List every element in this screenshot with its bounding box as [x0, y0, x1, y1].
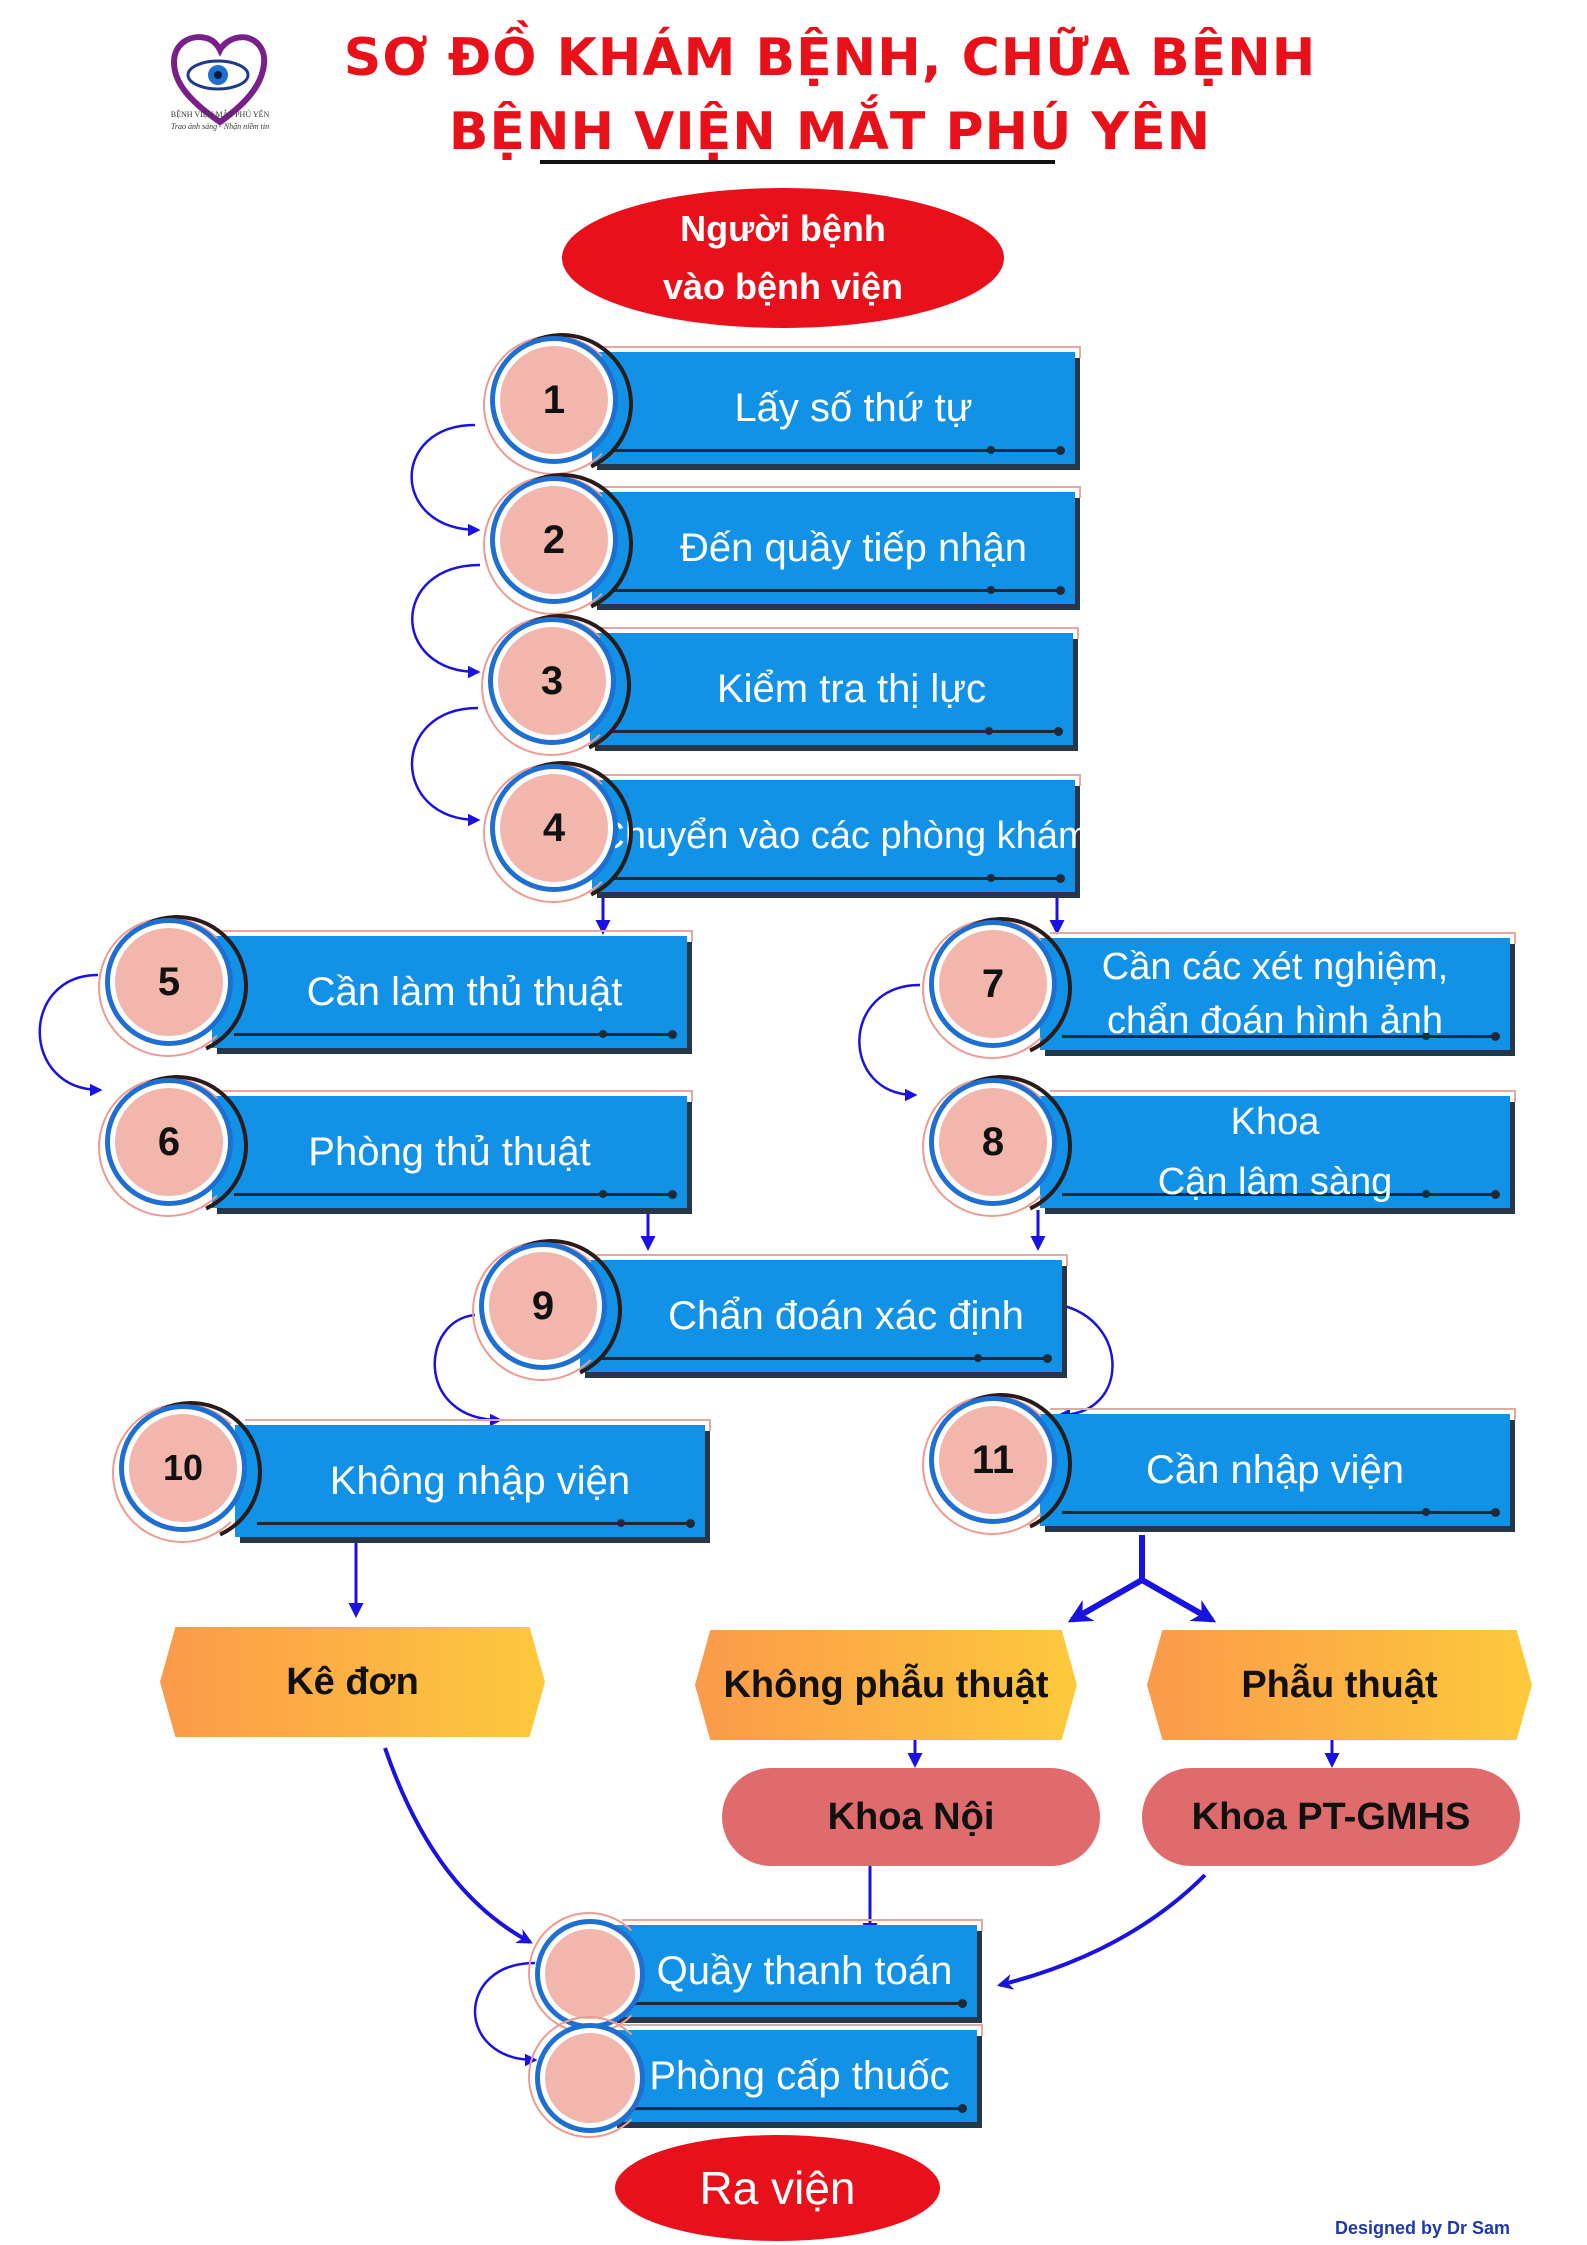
step-11-label: Cần nhập viện [1146, 1448, 1404, 1492]
step-4-label: Chuyển vào các phòng khám [597, 815, 1090, 857]
step-3-number: 3 [493, 622, 611, 740]
step-9-bar: Chẩn đoán xác định [580, 1254, 1068, 1372]
title-underline [540, 160, 1055, 164]
page-title-line2: BỆNH VIỆN MẮT PHÚ YÊN [448, 102, 1212, 162]
start-label-line1: Người bệnh [680, 208, 886, 249]
payment-circle [540, 1924, 640, 2024]
logo-slogan: Trao ánh sáng - Nhận niềm tin [170, 122, 270, 131]
step-2-bar: Đến quầy tiếp nhận [592, 486, 1081, 604]
prescription-box: Kê đơn [160, 1627, 545, 1737]
connector-pay-pharmacy [473, 1961, 538, 2067]
step-8-bar: Khoa Cận lâm sàng [1040, 1090, 1516, 1208]
step-1-bar: Lấy số thứ tự [592, 346, 1081, 464]
step-4-number: 4 [495, 769, 613, 887]
step-6-label: Phòng thủ thuật [308, 1130, 591, 1174]
pharmacy-bar: Phòng cấp thuốc [612, 2024, 983, 2122]
connector-prescription-pay [383, 1747, 533, 1944]
step-2-number: 2 [495, 481, 613, 599]
step-6-bar: Phòng thủ thuật [212, 1090, 693, 1208]
step-4-bar: Chuyển vào các phòng khám [592, 774, 1090, 892]
pharmacy-circle [540, 2028, 640, 2128]
step-5-label: Cần làm thủ thuật [306, 970, 623, 1014]
connector-1-2 [410, 423, 481, 537]
step-1-number: 1 [495, 341, 613, 459]
step-8-label-line2: Cận lâm sàng [1157, 1161, 1393, 1203]
no-surgery-box: Không phẫu thuật [695, 1630, 1077, 1740]
step-7-bar: Cần các xét nghiệm, chẩn đoán hình ảnh [1040, 932, 1516, 1050]
start-label-line2: vào bệnh viện [662, 266, 904, 307]
end-label: Ra viện [699, 2162, 856, 2214]
connector-5-6 [38, 973, 103, 1097]
surgery-box: Phẫu thuật [1147, 1630, 1532, 1740]
eye-heart-icon [170, 34, 268, 126]
step-10-bar: Không nhập viện [235, 1419, 711, 1537]
designer-credit: Designed by Dr Sam [1335, 2218, 1511, 2238]
step-11-number: 11 [934, 1401, 1052, 1519]
step-10-label: Không nhập viện [329, 1459, 631, 1503]
step-2-label: Đến quầy tiếp nhận [680, 526, 1027, 570]
internal-dept-box: Khoa Nội [722, 1768, 1100, 1866]
step-5-bar: Cần làm thủ thuật [212, 930, 693, 1048]
step-3-label: Kiểm tra thị lực [716, 667, 987, 711]
step-7-label-line1: Cần các xét nghiệm, [1101, 946, 1449, 988]
step-7-number: 7 [934, 925, 1052, 1043]
start-oval: Người bệnh vào bệnh viện [562, 188, 1004, 328]
step-3-bar: Kiểm tra thị lực [590, 627, 1079, 745]
step-1-label: Lấy số thứ tự [734, 386, 973, 430]
connector-surgerydept-pay [996, 1873, 1207, 1990]
hospital-logo [168, 30, 272, 130]
step-5-number: 5 [110, 923, 228, 1041]
end-oval: Ra viện [615, 2135, 940, 2241]
step-10-number: 10 [124, 1409, 242, 1527]
surgery-dept-box: Khoa PT-GMHS [1142, 1768, 1520, 1866]
step-9-label: Chẩn đoán xác định [668, 1294, 1024, 1338]
step-7-label-line2: chẩn đoán hình ảnh [1107, 1000, 1443, 1042]
connector-11-fork-right [1140, 1577, 1217, 1623]
connector-7-8 [858, 983, 921, 1102]
step-9-number: 9 [484, 1247, 602, 1365]
payment-bar: Quầy thanh toán [612, 1919, 983, 2017]
step-11-bar: Cần nhập viện [1040, 1408, 1516, 1526]
logo-name: BỆNH VIỆN MẮT PHÚ YÊN [170, 110, 270, 119]
connector-9-10 [433, 1313, 503, 1427]
connector-9-11 [1057, 1303, 1114, 1422]
step-8-number: 8 [934, 1083, 1052, 1201]
pharmacy-label: Phòng cấp thuốc [649, 2054, 950, 2098]
step-6-number: 6 [110, 1083, 228, 1201]
step-8-label-line1: Khoa [1230, 1101, 1320, 1143]
page-title-line1: SƠ ĐỒ KHÁM BỆNH, CHỮA BỆNH [343, 28, 1317, 88]
connector-3-4 [410, 706, 481, 827]
payment-label: Quầy thanh toán [656, 1949, 953, 1993]
connector-11-fork-left [1067, 1577, 1144, 1623]
connector-2-3 [411, 563, 481, 679]
